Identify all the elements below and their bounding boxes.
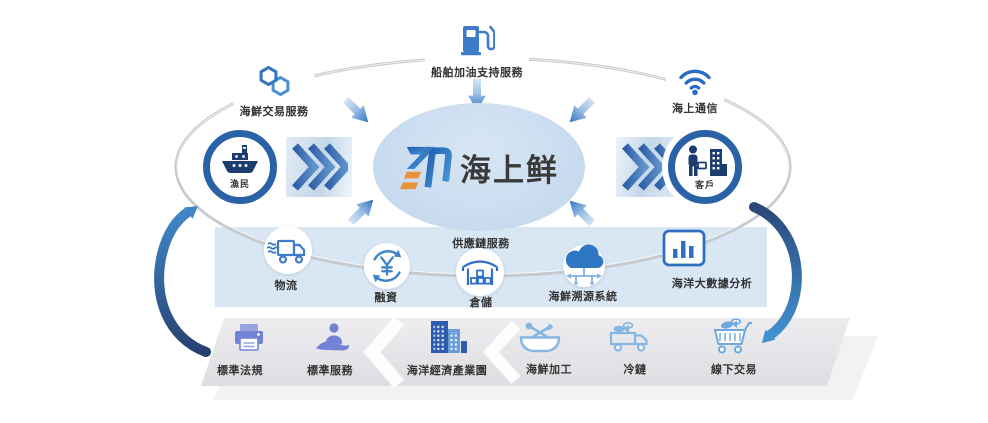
traceability-cloud-icon [565, 244, 604, 285]
bottom-item-offline-trade-label: 線下交易 [711, 364, 757, 376]
supply-item-warehouse [456, 248, 504, 296]
supply-item-bigdata [661, 228, 707, 268]
supply-item-logistics-label: 物流 [274, 280, 298, 292]
flow-bar-left [286, 137, 352, 197]
customer-building-icon [688, 145, 727, 176]
service-communication: 海上通信 [666, 62, 724, 118]
bottom-item-services-label: 標準服務 [307, 365, 353, 377]
bottom-item-cold-chain-label: 冷鏈 [623, 364, 647, 376]
supply-item-traceability [563, 244, 605, 287]
bottom-item-regulations-label: 標準法規 [217, 365, 263, 377]
bottom-item-offline-trade [708, 318, 752, 356]
right-cycle-arrow [749, 202, 802, 344]
bottom-item-services [313, 322, 351, 354]
industrial-park-icon [431, 321, 467, 353]
bottom-band [201, 318, 850, 386]
node-fishermen-label: 漁民 [229, 179, 250, 189]
bottom-item-cold-chain [608, 321, 656, 353]
bottom-item-industrial-park [424, 317, 470, 357]
bottom-chevron-separator [482, 320, 521, 384]
triple-chevron-icon [292, 143, 348, 191]
left-cycle-arrow [154, 206, 211, 357]
big-data-chart-icon [662, 229, 706, 267]
bottom-chevron-separator [363, 316, 404, 389]
service-trading: 海鮮交易服務 [233, 64, 315, 121]
logistics-truck-icon [267, 239, 306, 264]
shopping-cart-icon [713, 318, 752, 354]
fishing-boat-icon [222, 145, 258, 173]
node-fishermen: 漁民 [203, 130, 277, 204]
seafood-processing-icon [519, 322, 561, 353]
cold-chain-truck-icon [609, 322, 648, 352]
node-customers-label: 客戶 [694, 179, 715, 190]
bottom-item-processing-label: 海鮮加工 [526, 364, 572, 376]
logo-text: 海上鲜 [460, 152, 559, 188]
fuel-pump-icon [461, 25, 495, 56]
supply-item-warehouse-label: 倉儲 [469, 297, 493, 309]
printer-icon [235, 324, 263, 351]
service-trading-label: 海鮮交易服務 [239, 106, 309, 118]
bottom-item-processing [516, 321, 564, 355]
supply-item-logistics [264, 226, 312, 274]
supply-chain-title: 供應鏈服務 [452, 238, 510, 250]
service-communication-label: 海上通信 [672, 103, 718, 115]
node-customers: 客戶 [668, 130, 742, 204]
service-refuel: 船舶加油支持服務 [425, 18, 529, 82]
supply-item-financing [364, 243, 410, 289]
bottom-item-industrial-park-label: 海洋經濟產業園 [406, 365, 488, 377]
supply-item-bigdata-label: 海洋大數據分析 [671, 278, 753, 290]
warehouse-icon [461, 260, 499, 285]
supply-item-financing-label: 融資 [374, 292, 398, 304]
chain-links-icon [259, 66, 289, 97]
bottom-item-regulations [231, 322, 267, 354]
financing-yen-icon [372, 249, 402, 283]
haishangxian-logo-icon [400, 146, 452, 190]
service-hand-icon [316, 323, 350, 351]
service-refuel-label: 船舶加油支持服務 [431, 67, 523, 79]
center-brand: 海上鲜 [373, 103, 585, 231]
wifi-icon [679, 69, 711, 96]
supply-item-traceability-label: 海鮮溯源系統 [548, 291, 618, 303]
